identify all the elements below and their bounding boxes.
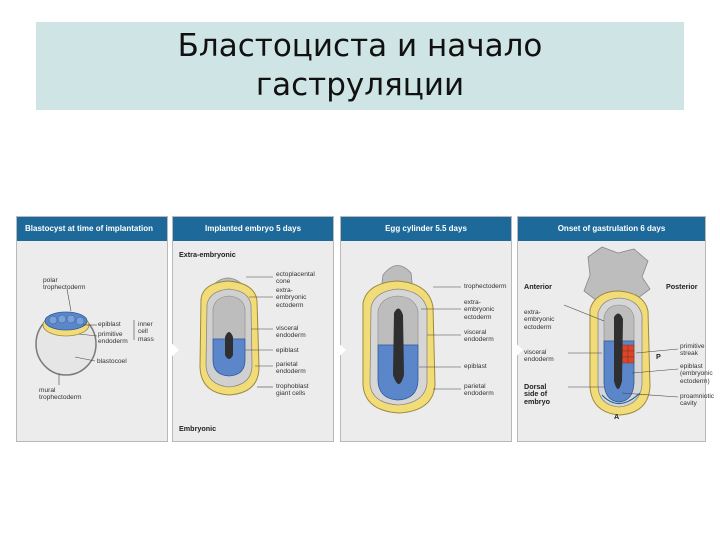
label-epiblast-2: epiblast [464, 363, 487, 370]
label-epiblast: epiblast [276, 347, 299, 354]
label-trophoblast-giant-cells: trophoblast giant cells [276, 383, 309, 398]
primitive-streak-mark [622, 345, 634, 363]
label-blastocoel: blastocoel [97, 358, 127, 365]
label-posterior: Posterior [666, 283, 698, 290]
label-visceral-endoderm-3: visceral endoderm [524, 349, 554, 364]
label-parietal-endoderm: parietal endoderm [276, 361, 306, 376]
label-visceral-endoderm-2: visceral endoderm [464, 329, 494, 344]
label-anterior: Anterior [524, 283, 552, 290]
arrow-right-icon [513, 341, 523, 359]
label-extra-embryonic: Extra-embryonic [179, 251, 236, 258]
slide-title-line-1: Бластоциста и начало [36, 28, 684, 64]
embryo-figure: Blastocyst at time of implantation polar… [16, 216, 706, 442]
label-dorsal-side: Dorsal side of embryo [524, 383, 550, 405]
label-inner-cell-mass: inner cell mass [138, 321, 154, 343]
label-proamniotic-cavity: proamniotic cavity [680, 393, 714, 408]
panel-blastocyst: Blastocyst at time of implantation polar… [16, 216, 168, 442]
label-visceral-endoderm: visceral endoderm [276, 325, 306, 340]
arrow-right-icon [169, 341, 179, 359]
arrow-right-icon [336, 341, 346, 359]
label-primitive-streak: primitive streak [680, 343, 705, 358]
label-a: A [614, 413, 619, 420]
panel-implanted-embryo: Implanted embryo 5 days Extra-embryonic … [172, 216, 334, 442]
label-trophectoderm: trophectoderm [464, 283, 507, 290]
slide-title-box: Бластоциста и начало гаструляции [36, 22, 684, 110]
label-extra-embryonic-ectoderm-2: extra- embryonic ectoderm [464, 299, 494, 321]
label-extra-embryonic-ectoderm: extra- embryonic ectoderm [276, 287, 306, 309]
label-ectoplacental-cone: ectoplacental cone [276, 271, 315, 286]
panel-gastrulation-onset: Onset of gastrulation 6 days [517, 216, 706, 442]
label-extra-embryonic-ectoderm-3: extra- embryonic ectoderm [524, 309, 554, 331]
label-parietal-endoderm-2: parietal endoderm [464, 383, 494, 398]
label-embryonic: Embryonic [179, 425, 216, 432]
label-p: P [656, 353, 661, 360]
label-mural-trophectoderm: mural trophectoderm [39, 387, 82, 402]
panel-egg-cylinder: Egg cylinder 5.5 days trophectoderm extr… [340, 216, 512, 442]
label-primitive-endoderm: primitive endoderm [98, 331, 128, 346]
label-epiblast: epiblast [98, 321, 121, 328]
label-polar-trophectoderm: polar trophectoderm [43, 277, 86, 292]
label-epiblast-embryonic-ectoderm: epiblast (embryonic ectoderm) [680, 363, 713, 385]
slide-title-line-2: гаструляции [36, 67, 684, 103]
